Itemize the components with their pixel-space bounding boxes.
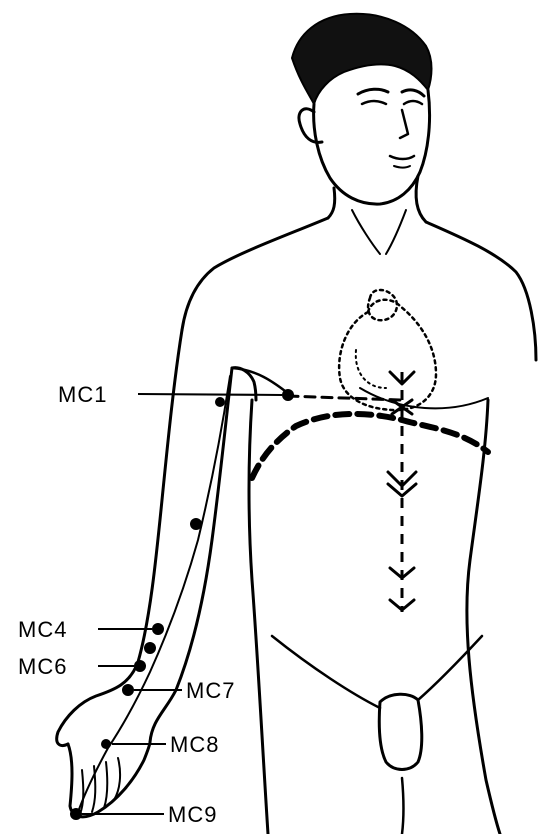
head-drawing (292, 14, 432, 204)
point-elbow-dot (190, 518, 202, 530)
label-mc4: MC4 (18, 617, 67, 642)
leader-mc1 (138, 394, 282, 395)
point-mc5-dot (144, 642, 156, 654)
point-mc1-dot (282, 389, 294, 401)
point-mc8-dot (101, 739, 111, 749)
point-mc7-dot (122, 684, 134, 696)
diaphragm-dashed-line (252, 414, 488, 478)
point-upperarm-dot (215, 397, 225, 407)
label-mc9: MC9 (168, 802, 217, 827)
label-mc1: MC1 (58, 382, 107, 407)
point-mc9-dot (70, 808, 82, 820)
label-mc8: MC8 (170, 732, 219, 757)
label-mc6: MC6 (18, 654, 67, 679)
pericardium-chest-dashed-line (288, 396, 400, 400)
torso-drawing (182, 176, 536, 834)
point-mc6-dot (134, 660, 146, 672)
heart-pericardium-drawing (339, 290, 436, 410)
point-mc4-dot (152, 623, 164, 635)
label-mc7: MC7 (186, 678, 235, 703)
